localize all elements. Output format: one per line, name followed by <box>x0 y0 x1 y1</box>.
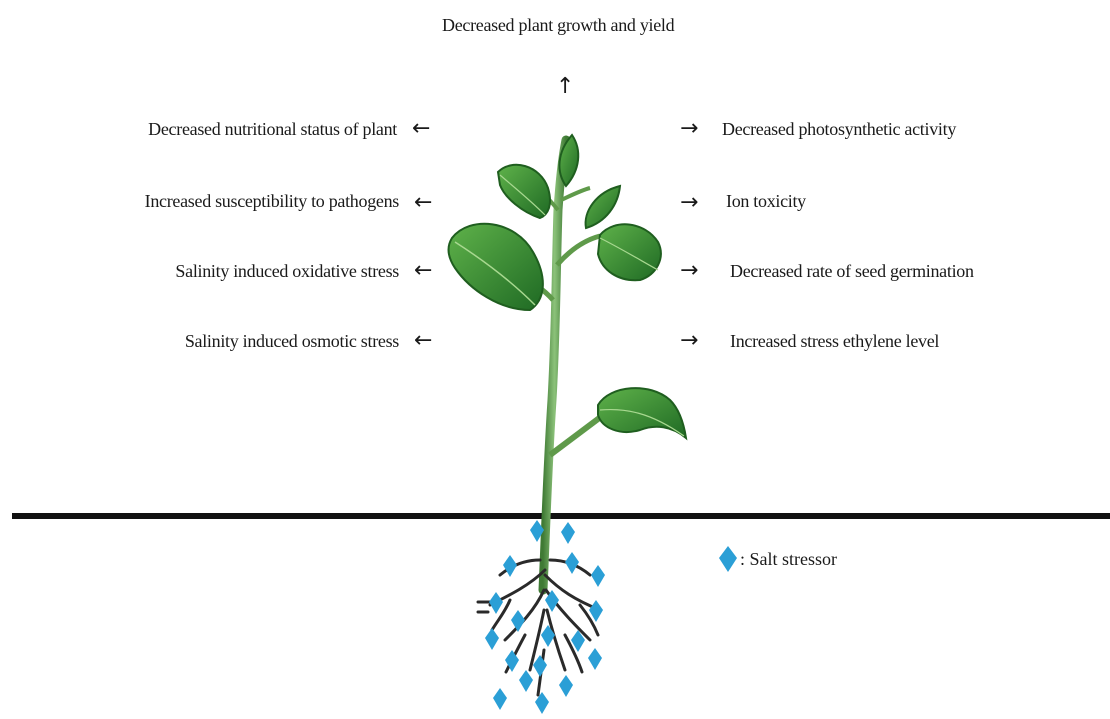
salt-stressor-diamond <box>588 648 602 670</box>
right-effect-4: Increased stress ethylene level <box>730 330 939 352</box>
right-effect-3: Decreased rate of seed germination <box>730 260 974 282</box>
salt-stressor-diamond <box>565 552 579 574</box>
legend-salt-icon <box>719 546 737 572</box>
salt-stressor-diamond <box>511 610 525 632</box>
salt-stressor-diamond <box>519 670 533 692</box>
salt-stressor-diamond <box>493 688 507 710</box>
ground-line <box>12 513 1110 519</box>
branch-right <box>557 236 600 265</box>
leaf-upper-left <box>498 165 550 218</box>
salt-stressor-diamond <box>489 592 503 614</box>
right-arrow-icon: → <box>680 330 698 352</box>
salt-stressor-diamond <box>503 555 517 577</box>
leaf-large-left <box>449 224 543 310</box>
salt-stressor-diamond <box>533 655 547 677</box>
legend-label: : Salt stressor <box>740 548 837 570</box>
left-effect-1: Decreased nutritional status of plant <box>148 118 397 140</box>
salt-stressor-diamond <box>559 675 573 697</box>
top-effect-label: Decreased plant growth and yield <box>442 14 674 36</box>
leaf-lower-right <box>598 388 686 438</box>
left-arrow-icon: ← <box>414 192 432 214</box>
right-arrow-icon: → <box>680 192 698 214</box>
right-arrow-icon: → <box>680 260 698 282</box>
branch-upper-right <box>561 188 590 200</box>
leaf-mid-right <box>598 224 661 280</box>
right-effect-1: Decreased photosynthetic activity <box>722 118 956 140</box>
salt-stressor-diamond <box>591 565 605 587</box>
up-arrow-icon: ↑ <box>556 76 574 98</box>
left-arrow-icon: ← <box>414 330 432 352</box>
right-effect-2: Ion toxicity <box>726 190 806 212</box>
salt-stressor-diamond <box>485 628 499 650</box>
left-effect-3: Salinity induced oxidative stress <box>175 260 399 282</box>
left-arrow-icon: ← <box>412 118 430 140</box>
right-arrow-icon: → <box>680 118 698 140</box>
left-effect-2: Increased susceptibility to pathogens <box>145 190 399 212</box>
salt-stressor-diamond <box>561 522 575 544</box>
left-arrow-icon: ← <box>414 260 432 282</box>
leaf-upper-right <box>586 186 620 228</box>
left-effect-4: Salinity induced osmotic stress <box>185 330 399 352</box>
